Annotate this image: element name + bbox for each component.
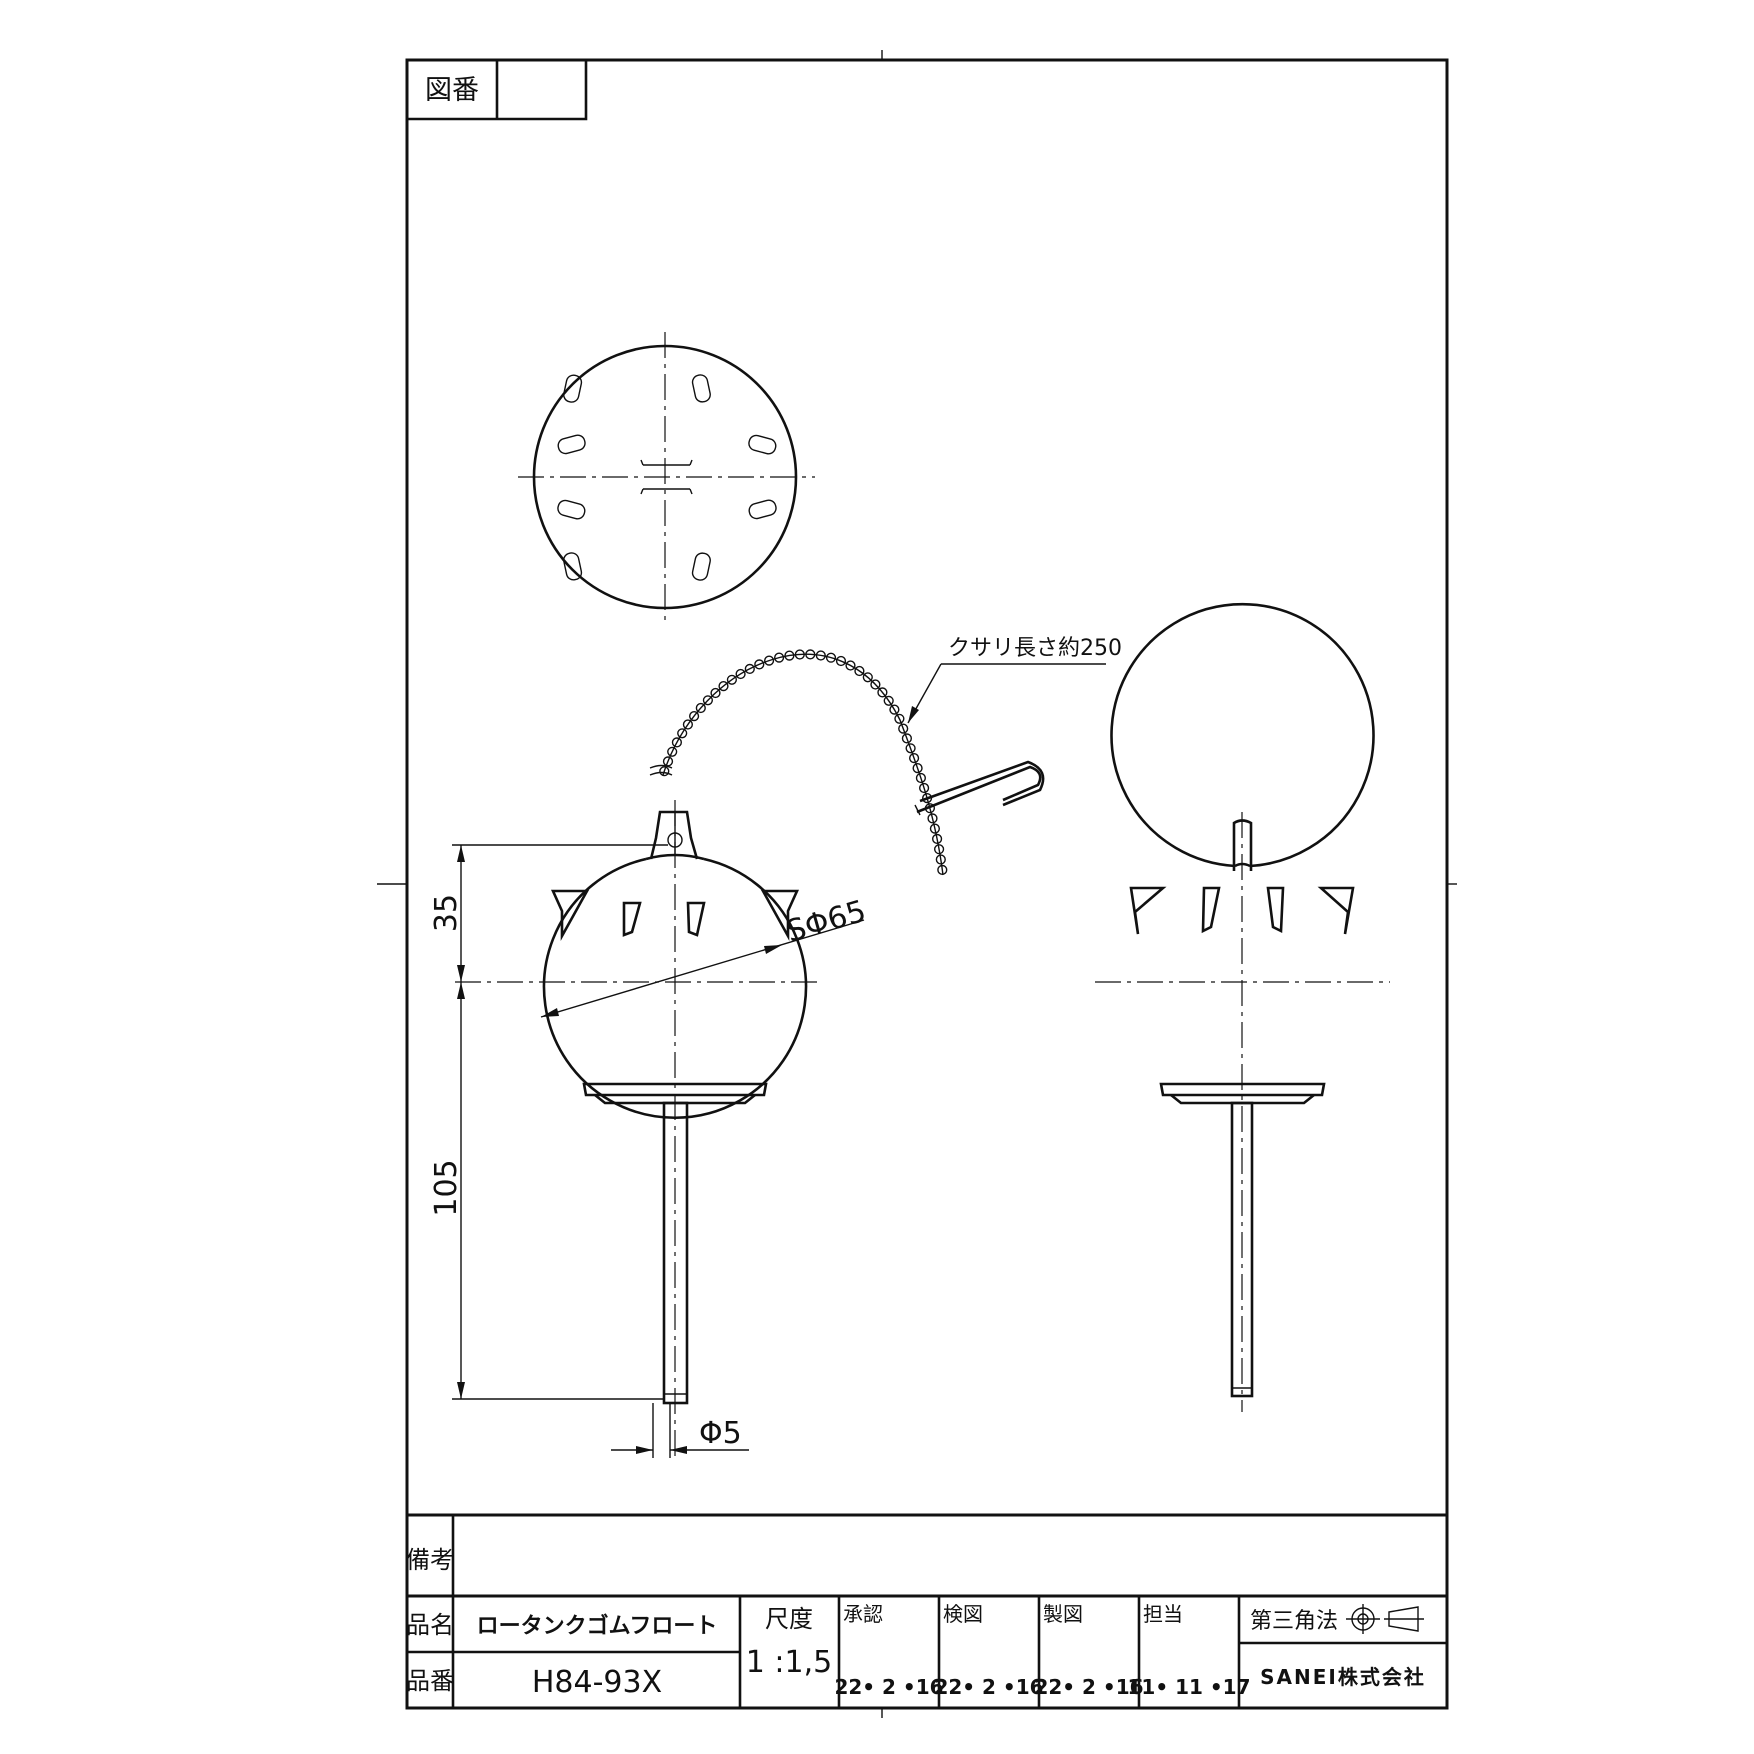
chain-bead	[815, 650, 826, 661]
charge-label: 担当	[1143, 1602, 1183, 1626]
drawing-number-box: 図番	[407, 60, 588, 121]
chain-bead	[937, 864, 948, 876]
chain-length-leader: クサリ長さ約250	[907, 636, 1122, 724]
side-view	[1095, 603, 1390, 1412]
chain-bead	[754, 659, 765, 670]
dimension-rod: Φ5	[611, 1403, 749, 1458]
drawn-label: 製図	[1043, 1602, 1083, 1626]
chain-bead	[773, 652, 785, 663]
chain-bead	[894, 713, 905, 724]
chain-bead	[877, 687, 888, 698]
remarks-label: 備考	[406, 1546, 454, 1574]
chain-bead	[718, 680, 729, 692]
title-block: 備考 品名 ロータンクゴムフロート 品番 H84-93X 尺度 1 :1,5 承…	[406, 1513, 1447, 1708]
chain-bead	[905, 743, 916, 754]
chain-bead	[901, 733, 913, 744]
company-name: SANEI株式会社	[1260, 1665, 1426, 1689]
dimension-105-label: 105	[429, 1159, 464, 1216]
drawn-date: 22• 2 •16	[1034, 1675, 1143, 1699]
chain-bead	[671, 737, 683, 748]
scale-label: 尺度	[765, 1605, 813, 1633]
chain-bead	[898, 723, 909, 734]
chain-bead	[784, 650, 795, 661]
scale-value: 1 :1,5	[746, 1645, 832, 1680]
third-angle-projection-icon	[1346, 1604, 1424, 1634]
dimension-sphere: SΦ65	[540, 894, 870, 1018]
chain-bead	[870, 679, 881, 690]
chain-bead	[862, 672, 873, 683]
chain-bead	[805, 649, 816, 660]
chain-bead	[854, 665, 865, 677]
chain-bead	[931, 833, 943, 845]
checked-date: 22• 2 •16	[934, 1675, 1043, 1699]
chain-bead	[845, 660, 856, 671]
charge-date: 11• 11 •17	[1128, 1675, 1251, 1699]
chain-bead	[744, 663, 755, 675]
approved-label: 承認	[843, 1602, 883, 1626]
chain-bead	[915, 772, 927, 784]
chain-bead	[883, 695, 894, 706]
approved-date: 22• 2 •16	[834, 1675, 943, 1699]
part-number-value: H84-93X	[532, 1665, 662, 1700]
drawing-frame	[405, 58, 1449, 1710]
chain-bead	[933, 844, 945, 855]
product-name-label: 品名	[406, 1611, 454, 1639]
chain-bead	[908, 752, 920, 764]
chain-bead	[794, 649, 805, 660]
chain-length-label: クサリ長さ約250	[948, 636, 1122, 661]
chain-bead	[659, 766, 670, 777]
chain-bead	[695, 702, 706, 714]
drawing-number-label: 図番	[425, 75, 479, 106]
ball-chain	[659, 649, 948, 876]
chain-bead	[935, 854, 946, 865]
projection-label: 第三角法	[1250, 1609, 1338, 1634]
chain-bead	[688, 710, 700, 722]
checked-label: 検図	[943, 1602, 983, 1626]
product-name-value: ロータンクゴムフロート	[477, 1613, 718, 1639]
chain-bead	[927, 813, 938, 824]
chain-break-mark	[649, 764, 673, 776]
chain-bead	[682, 719, 694, 730]
chain-bead	[889, 704, 900, 715]
chain-bead	[735, 668, 746, 680]
chain-bead	[835, 655, 847, 667]
part-number-label: 品番	[406, 1667, 454, 1695]
chain-bead	[710, 687, 721, 699]
front-view	[455, 800, 818, 1458]
top-view-center-marks	[640, 459, 693, 495]
chain-bead	[912, 762, 923, 774]
chain-bead	[677, 728, 688, 739]
chain-bead	[825, 652, 837, 663]
chain-bead	[667, 746, 678, 757]
sphere-diameter-label: SΦ65	[783, 894, 870, 950]
dimension-upper: 35	[429, 844, 668, 982]
chain-bead	[763, 655, 775, 666]
rod-diameter-label: Φ5	[699, 1416, 742, 1451]
dimension-35-label: 35	[429, 894, 464, 932]
top-view-slots	[557, 374, 777, 581]
chain-hook-clip	[914, 760, 1045, 816]
dimension-lower: 105	[429, 982, 665, 1400]
chain-bead	[702, 695, 714, 706]
chain-bead	[726, 674, 738, 685]
chain-bead	[929, 823, 941, 834]
top-view	[518, 332, 815, 626]
chain-bead	[918, 782, 930, 794]
